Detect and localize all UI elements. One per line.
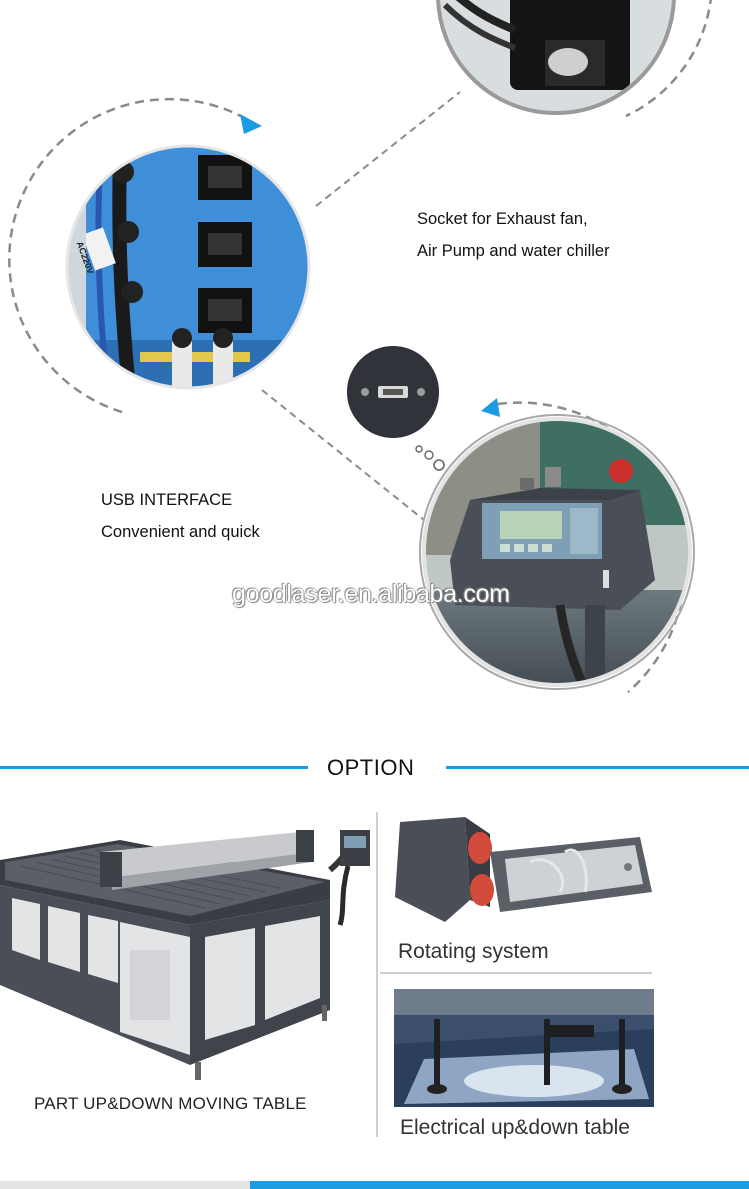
option-item-label: Electrical up&down table [400,1116,630,1139]
arrow-icon [481,398,500,417]
laser-machine-image [0,830,370,1080]
electrical-table-image [394,989,654,1107]
socket-caption: Socket for Exhaust fan, Air Pump and wat… [417,203,610,267]
socket-caption-line-1: Socket for Exhaust fan, [417,210,588,228]
usb-photo [347,346,439,438]
option-item-label: Rotating system [398,940,549,963]
motor-photo [438,0,674,113]
usb-caption: USB INTERFACE Convenient and quick [101,484,260,548]
dashed-arc-motor [625,0,712,118]
option-line-right [446,766,749,769]
arrow-icon [240,114,262,134]
option-divider-horizontal [380,972,652,974]
connector-line [261,389,425,521]
option-divider-vertical [376,812,378,1137]
option-title: OPTION [327,755,415,780]
dashed-arc-socket [8,97,251,414]
option-item-label: PART UP&DOWN MOVING TABLE [34,1094,307,1113]
socket-photo [67,146,309,388]
bottom-accent-bar-blue [250,1181,749,1189]
bottom-accent-bar-gray [0,1181,250,1189]
watermark-text: goodlaser.en.alibaba.com [232,580,510,608]
socket-caption-line-2: Air Pump and water chiller [417,242,610,260]
rotating-system-image [390,812,655,932]
connector-line [315,91,461,207]
control-panel-photo [424,419,690,685]
usb-caption-line-1: USB INTERFACE [101,491,233,509]
usb-caption-line-2: Convenient and quick [101,523,260,541]
option-line-left [0,766,308,769]
feature-illustration [8,0,712,693]
